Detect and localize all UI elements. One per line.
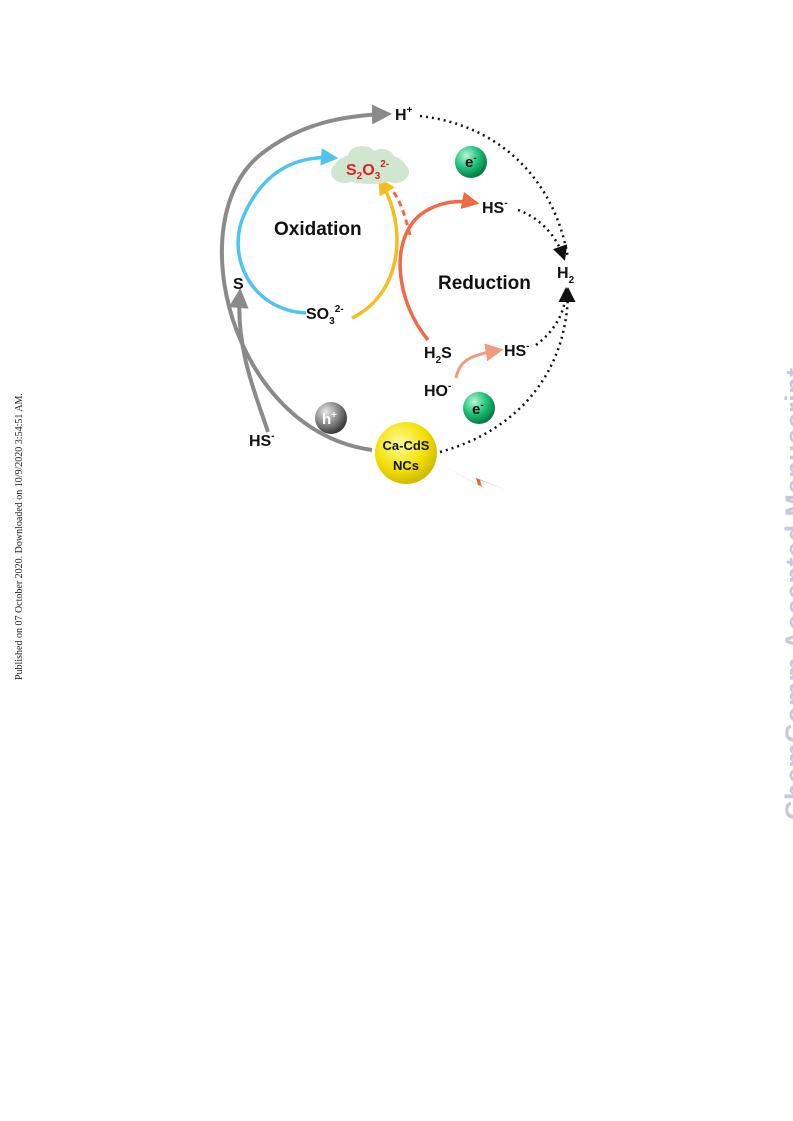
label-thiosulfate: S2O32- <box>346 159 389 182</box>
label-sulfite: SO32- <box>306 304 344 327</box>
orange-arc-h2s-to-hs <box>398 191 480 342</box>
blue-arc-s-to-thiosulfate <box>236 148 339 315</box>
label-hs-upper: HS- <box>482 198 508 217</box>
label-oxidation: Oxidation <box>274 219 362 240</box>
salmon-arrow-ho-to-hs <box>454 343 504 379</box>
label-sulfur: S <box>233 276 244 293</box>
label-h-plus-top: H+ <box>395 105 413 124</box>
catalyst-sphere <box>375 422 437 484</box>
thiosulfate-cloud <box>331 146 409 184</box>
label-catalyst-line2: NCs <box>393 458 419 473</box>
label-h2: H2 <box>557 265 575 286</box>
electron-sphere-top <box>455 146 487 178</box>
light-bolt-icon <box>444 466 512 492</box>
label-hole: h+ <box>322 410 337 428</box>
electron-sphere-bottom <box>463 392 495 424</box>
yellow-arc-sulfite-to-thiosulfate <box>351 176 399 320</box>
label-hs-mid: HS- <box>504 341 530 360</box>
label-electron-top: e- <box>465 153 477 171</box>
label-catalyst-line1: Ca-CdS <box>383 438 430 453</box>
label-hs-left: HS- <box>249 431 275 450</box>
dotted-arrow-hs-to-h2 <box>517 208 568 261</box>
dotted-arrow-hs-mid-to-h2 <box>535 287 574 346</box>
label-hydroxide: HO- <box>424 381 451 400</box>
hole-sphere <box>315 402 347 434</box>
gray-arrow-hs-to-s <box>228 288 270 433</box>
label-reduction: Reduction <box>438 273 531 294</box>
label-electron-bottom: e- <box>472 400 484 418</box>
dotted-arc-catalyst-to-h2 <box>439 287 576 454</box>
label-h2s: H2S <box>424 345 452 366</box>
gray-arc-to-h-plus <box>219 104 392 452</box>
dotted-arc-h-plus-to-h2 <box>419 114 570 259</box>
